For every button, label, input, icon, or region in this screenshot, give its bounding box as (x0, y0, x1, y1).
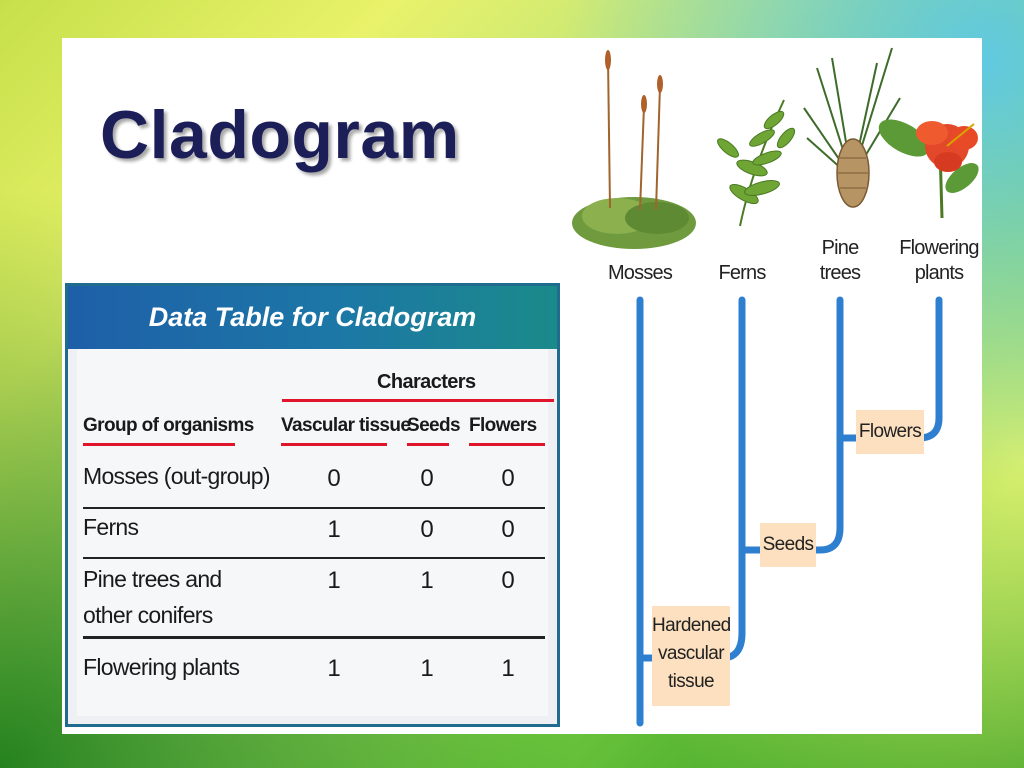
table-cell: 0 (501, 465, 515, 492)
table-cell: 1 (501, 655, 515, 682)
slide-title: Cladogram (100, 97, 460, 173)
table-cell: 1 (327, 655, 341, 682)
row-divider (83, 636, 545, 639)
characters-label: Characters (377, 371, 476, 393)
table-cell: 0 (420, 516, 434, 543)
header-underline-seeds (407, 443, 449, 446)
row-divider (83, 507, 545, 509)
taxon-label-mosses: Mosses (607, 262, 673, 284)
row-name-pine-line1: Pine trees and (83, 566, 222, 592)
taxon-label-pine-trees: Pine trees (819, 237, 861, 284)
table-cell: 0 (420, 465, 434, 492)
column-header-seeds: Seeds (407, 415, 461, 436)
table-cell: 1 (420, 655, 434, 682)
header-underline-flowers (469, 443, 545, 446)
column-header-vascular: Vascular tissue (281, 415, 411, 436)
row-name-pine-line2: other conifers (83, 602, 213, 628)
table-cell: 0 (501, 516, 515, 543)
data-table: Data Table for Cladogram Characters Grou… (65, 283, 560, 727)
row-name-ferns: Ferns (83, 514, 139, 540)
flower-illustration (878, 119, 979, 219)
trait-label-flowers: Flowers (856, 410, 924, 454)
data-table-heading: Data Table for Cladogram (68, 286, 557, 349)
table-cell: 0 (501, 567, 515, 594)
pine-illustration (803, 47, 901, 208)
slide: Cladogram Data Table for Cladogram Chara… (62, 38, 982, 734)
table-cell: 1 (327, 516, 341, 543)
row-name-mosses: Mosses (out-group) (83, 463, 271, 489)
fern-illustration (717, 99, 796, 227)
characters-underline (282, 399, 554, 402)
table-cell: 1 (420, 567, 434, 594)
taxon-label-ferns: Ferns (718, 262, 766, 284)
column-header-flowers: Flowers (469, 415, 537, 436)
header-underline-vascular (281, 443, 387, 446)
table-cell: 0 (327, 465, 341, 492)
column-header-group: Group of organisms (83, 415, 254, 436)
header-underline-group (83, 443, 235, 446)
cladogram (572, 47, 979, 727)
trait-label-seeds: Seeds (760, 523, 816, 567)
taxon-label-flowering-plants: Flowering plants (899, 237, 979, 284)
trait-label-vascular-tissue: Hardened vascular tissue (652, 606, 731, 706)
moss-illustration (572, 50, 696, 249)
row-divider (83, 557, 545, 559)
row-name-flowering: Flowering plants (83, 654, 240, 680)
data-table-body: Characters Group of organisms Vascular t… (77, 349, 554, 716)
table-cell: 1 (327, 567, 341, 594)
